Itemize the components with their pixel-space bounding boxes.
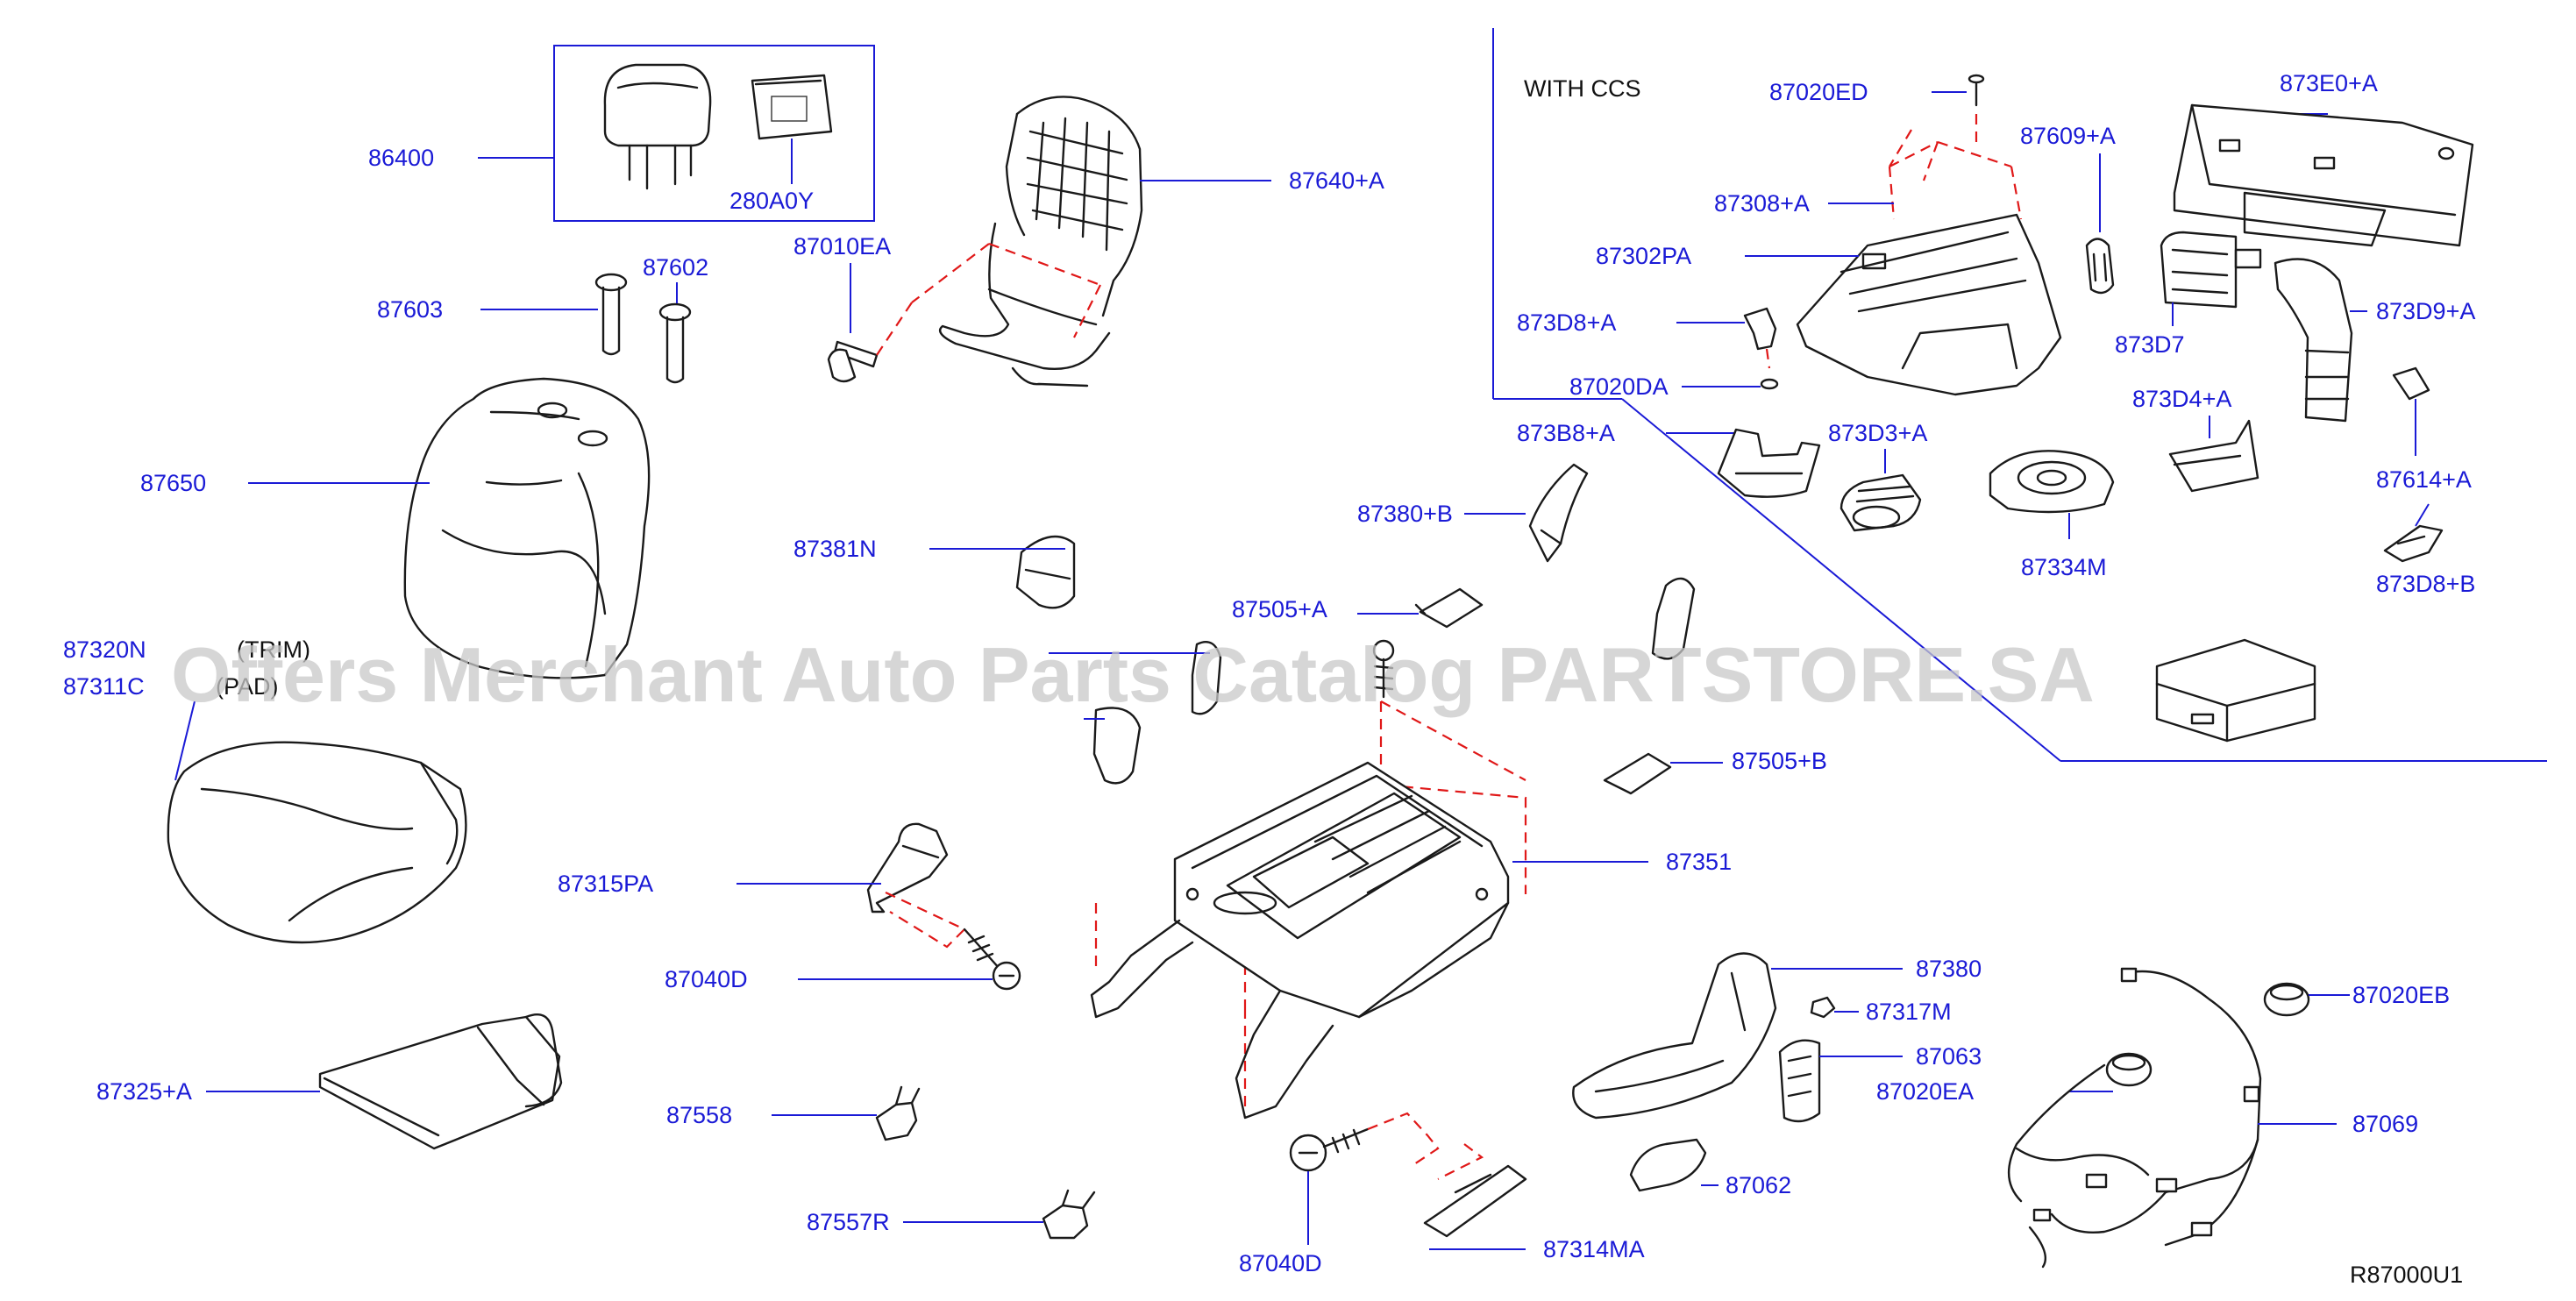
- clip-87317M: 87317M: [1810, 996, 1952, 1025]
- ccs-section-frame: WITH CCS: [1492, 28, 2547, 762]
- label-87317M: 87317M: [1866, 999, 1952, 1025]
- finisher-87505-set: 87505+A 87505+B: [1232, 587, 1827, 795]
- screw-87020ED: 87020ED: [1769, 74, 1985, 145]
- label-87640A: 87640+A: [1289, 167, 1384, 194]
- cover-87381N: 87381N: [793, 535, 1076, 609]
- label-87040D-left: 87040D: [665, 966, 748, 992]
- label-87609A: 87609+A: [2020, 123, 2116, 149]
- label-873D8A: 873D8+A: [1517, 309, 1616, 336]
- monitor-illustration: [751, 74, 833, 140]
- diagram-code: R87000U1: [2350, 1262, 2463, 1288]
- label-87020EA: 87020EA: [1876, 1078, 1974, 1105]
- label-87650: 87650: [140, 470, 206, 496]
- headrest-illustration: [603, 63, 712, 190]
- label-873B8A: 873B8+A: [1517, 420, 1615, 446]
- label-87334M: 87334M: [2021, 554, 2107, 580]
- knob-87062: 87062: [1629, 1138, 1791, 1198]
- label-87040D-bottom: 87040D: [1239, 1250, 1322, 1276]
- label-87380: 87380: [1916, 956, 1982, 982]
- cover-87314MA: 87314MA: [1423, 1164, 1645, 1262]
- label-873D4A: 873D4+A: [2132, 386, 2231, 412]
- bolt-center: [1372, 639, 1395, 699]
- blower-873D7: 873D7: [2115, 231, 2262, 358]
- label-87325A: 87325+A: [96, 1078, 192, 1105]
- screw-87040D-bottom: 87040D: [1239, 1112, 1484, 1276]
- seat-cushion-trim: 87320N 87311C (TRIM) (PAD): [63, 636, 467, 944]
- seat-frame-87351: 87351: [1090, 700, 1732, 1120]
- label-87557R: 87557R: [807, 1209, 890, 1235]
- label-280A0Y: 280A0Y: [729, 188, 814, 214]
- label-87314MA: 87314MA: [1543, 1236, 1645, 1262]
- duct-873E0A: 873E0+A: [2173, 70, 2474, 247]
- bracket-873D8B: 873D8+B: [2376, 503, 2475, 597]
- label-87063: 87063: [1916, 1043, 1982, 1070]
- headrest-box: [553, 45, 875, 222]
- watermark: Offers Merchant Auto Parts Catalog PARTS…: [171, 631, 2095, 718]
- bracket-87315PA: 87315PA: [558, 822, 966, 949]
- bracket-873B8A: 873B8+A: [1517, 420, 1821, 498]
- label-873E0A: 873E0+A: [2280, 70, 2378, 96]
- label-87315PA: 87315PA: [558, 871, 653, 897]
- label-873D7: 873D7: [2115, 331, 2185, 358]
- duct-873D3A: 873D3+A: [1828, 420, 1927, 532]
- harness-87069: 87069: [2007, 967, 2418, 1269]
- label-87020ED: 87020ED: [1769, 79, 1868, 105]
- label-87010EA: 87010EA: [793, 233, 891, 259]
- module-873L6: [2155, 638, 2316, 743]
- label-87380B: 87380+B: [1357, 501, 1453, 527]
- cover-87325A: 87325+A: [96, 1013, 563, 1150]
- finisher-87380: 87380: [1572, 952, 1982, 1120]
- label-87308A: 87308+A: [1714, 190, 1810, 217]
- label-87069: 87069: [2352, 1111, 2418, 1137]
- label-87505A: 87505+A: [1232, 596, 1327, 622]
- duct-873D4A: 873D4+A: [2132, 386, 2259, 493]
- plate-87302PA: 87302PA 87308+A: [1596, 129, 2062, 396]
- screw-87040D-left: 87040D: [665, 928, 1021, 992]
- label-873D9A: 873D9+A: [2376, 298, 2475, 324]
- label-87614A: 87614+A: [2376, 466, 2472, 493]
- clip-87557R: 87557R: [807, 1189, 1096, 1240]
- seat-back-frame: 87640+A: [911, 96, 1384, 387]
- duct-873D9A: 873D9+A: [2274, 258, 2475, 423]
- seat-back-trim: 87650: [140, 377, 651, 679]
- clip-87020EB: 87020EB: [2263, 982, 2450, 1017]
- label-873D3A: 873D3+A: [1828, 420, 1927, 446]
- bracket-87380B: 87380+B: [1357, 463, 1589, 563]
- blower-87334M: 87334M: [1989, 450, 2115, 580]
- svg-text:(PAD): (PAD): [216, 673, 279, 700]
- headrest-guides: 87603 87602: [377, 254, 708, 384]
- label-87020DA: 87020DA: [1569, 373, 1669, 400]
- ccs-section-note: WITH CCS: [1524, 75, 1640, 102]
- svg-text:(TRIM): (TRIM): [237, 636, 310, 663]
- knob-87063: 87063: [1778, 1039, 1982, 1123]
- label-87311C: 87311C: [63, 673, 145, 700]
- pad-87614A: 87614+A: [2376, 366, 2472, 493]
- label-873D8B: 873D8+B: [2376, 571, 2475, 597]
- bracket-center-pieces: [1049, 577, 1696, 785]
- bolt-87010EA: 87010EA: [793, 233, 913, 383]
- label-87020EB: 87020EB: [2352, 982, 2450, 1008]
- label-87302PA: 87302PA: [1596, 243, 1691, 269]
- label-87320N: 87320N: [63, 636, 146, 663]
- headrest-group: 86400 280A0Y: [368, 45, 875, 222]
- clip-87020EA: 87020EA: [1876, 1052, 2153, 1105]
- clip-87558: 87558: [666, 1085, 921, 1141]
- label-87603: 87603: [377, 296, 443, 323]
- bracket-873D8A: 873D8+A 87020DA: [1517, 307, 1779, 400]
- label-87602: 87602: [643, 254, 708, 281]
- label-87505B: 87505+B: [1732, 748, 1827, 774]
- label-87381N: 87381N: [793, 536, 877, 562]
- label-86400: 86400: [368, 145, 434, 171]
- label-87062: 87062: [1726, 1172, 1791, 1198]
- label-87558: 87558: [666, 1102, 732, 1128]
- clip-87609A: 87609+A: [2020, 123, 2116, 295]
- label-87351: 87351: [1666, 849, 1732, 875]
